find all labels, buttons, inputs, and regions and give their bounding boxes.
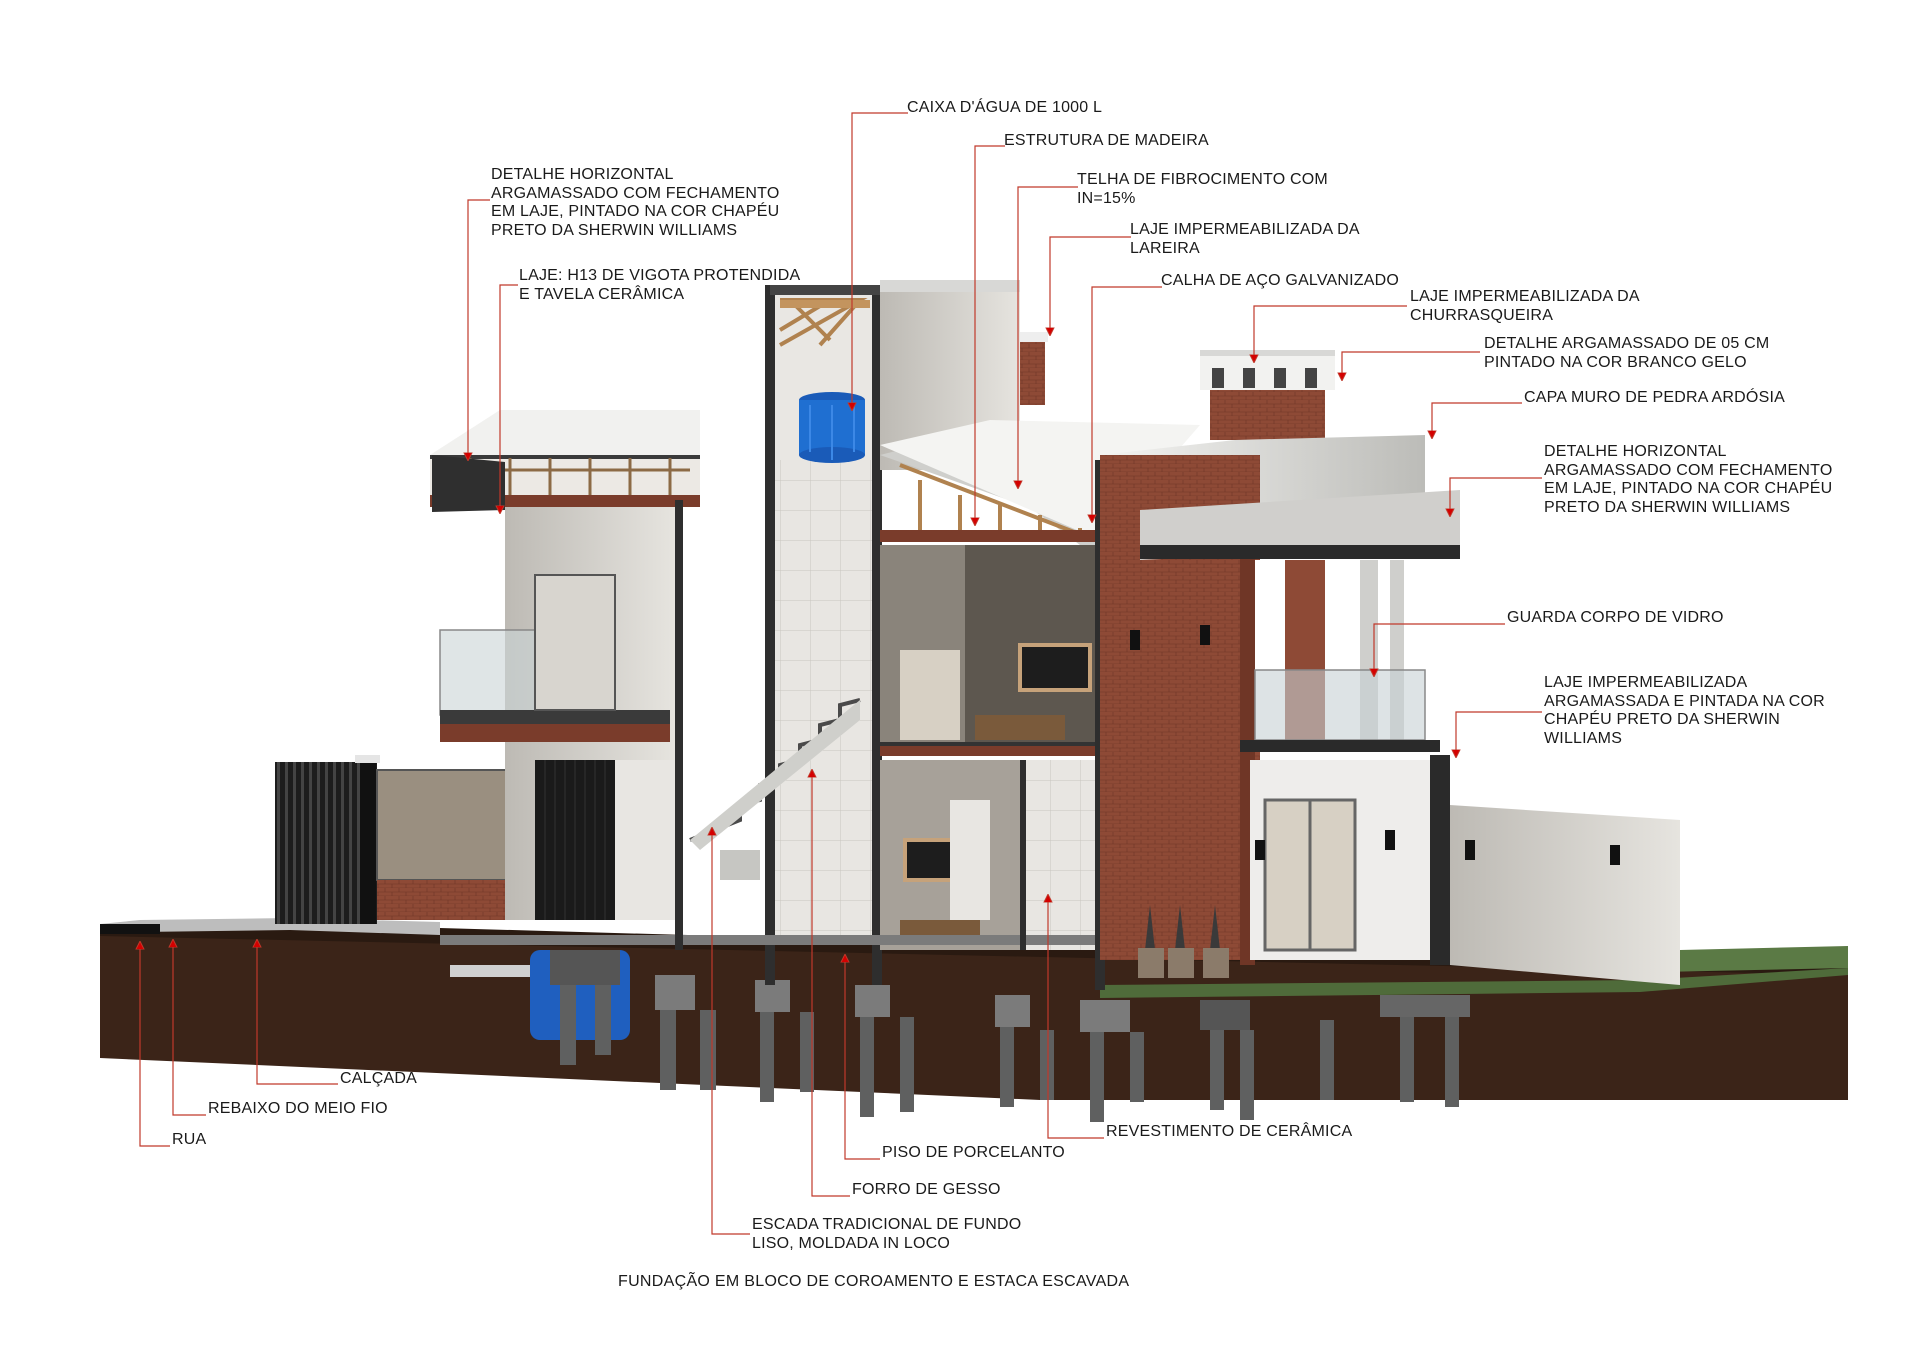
label-escada: ESCADA TRADICIONAL DE FUNDO LISO, MOLDAD… [752, 1216, 1022, 1252]
leader-calha [1092, 286, 1162, 522]
central-tower [765, 280, 1020, 985]
main-house [440, 420, 1200, 990]
label-piso: PISO DE PORCELANTO [882, 1144, 1065, 1161]
label-forro: FORRO DE GESSO [852, 1181, 1001, 1198]
leader-escada [712, 828, 750, 1235]
label-laje-lareira: LAJE IMPERMEABILIZADA DA LAREIRA [1130, 221, 1360, 257]
leader-revestimento [1048, 895, 1104, 1139]
leader-capa-muro [1432, 402, 1522, 438]
footer-fundacao: FUNDAÇÃO EM BLOCO DE COROAMENTO E ESTACA… [618, 1273, 1130, 1290]
label-detalhe-05cm: DETALHE ARGAMASSADO DE 05 CM PINTADO NA … [1484, 335, 1770, 371]
leader-telha [1018, 186, 1078, 488]
leader-rua [140, 942, 170, 1147]
leader-detalhe-horizontal-right [1450, 477, 1542, 516]
label-laje-churrasqueira: LAJE IMPERMEABILIZADA DA CHURRASQUEIRA [1410, 288, 1640, 324]
label-rebaixo: REBAIXO DO MEIO FIO [208, 1100, 388, 1117]
label-guarda-corpo: GUARDA CORPO DE VIDRO [1507, 609, 1724, 626]
leader-rebaixo [173, 940, 206, 1116]
leader-calcada [257, 940, 338, 1085]
label-laje-h13: LAJE: H13 DE VIGOTA PROTENDIDA E TAVELA … [519, 267, 801, 303]
leader-laje-churrasqueira [1254, 305, 1407, 362]
leader-laje-h13 [500, 284, 518, 513]
label-estrutura-madeira: ESTRUTURA DE MADEIRA [1004, 132, 1209, 149]
label-calha: CALHA DE AÇO GALVANIZADO [1161, 272, 1400, 289]
label-revestimento: REVESTIMENTO DE CERÂMICA [1106, 1123, 1353, 1140]
label-detalhe-horizontal-right: DETALHE HORIZONTAL ARGAMASSADO COM FECHA… [1544, 443, 1833, 516]
leader-laje-lareira [1050, 236, 1131, 335]
leader-forro [812, 770, 850, 1197]
label-calcada: CALÇADA [340, 1070, 417, 1087]
front-gate [275, 755, 527, 924]
leader-detalhe-05cm [1342, 351, 1480, 380]
leader-caixa-dagua [852, 112, 908, 410]
label-capa-muro: CAPA MURO DE PEDRA ARDÓSIA [1524, 389, 1785, 406]
leader-estrutura-madeira [975, 145, 1005, 525]
label-rua: RUA [172, 1131, 207, 1148]
label-laje-impermeabilizada: LAJE IMPERMEABILIZADA ARGAMASSADA E PINT… [1544, 674, 1825, 747]
leader-detalhe-horizontal-left [468, 199, 490, 460]
leader-laje-impermeabilizada [1456, 711, 1542, 757]
label-telha: TELHA DE FIBROCIMENTO COM IN=15% [1077, 171, 1328, 207]
lareira-chimney [1020, 332, 1048, 405]
leader-piso [845, 955, 880, 1160]
label-detalhe-horizontal-left: DETALHE HORIZONTAL ARGAMASSADO COM FECHA… [491, 166, 780, 239]
label-caixa-dagua: CAIXA D'ÁGUA DE 1000 L [907, 99, 1103, 116]
left-block [430, 410, 700, 920]
leader-guarda-corpo [1374, 623, 1505, 676]
right-block [1100, 350, 1680, 985]
